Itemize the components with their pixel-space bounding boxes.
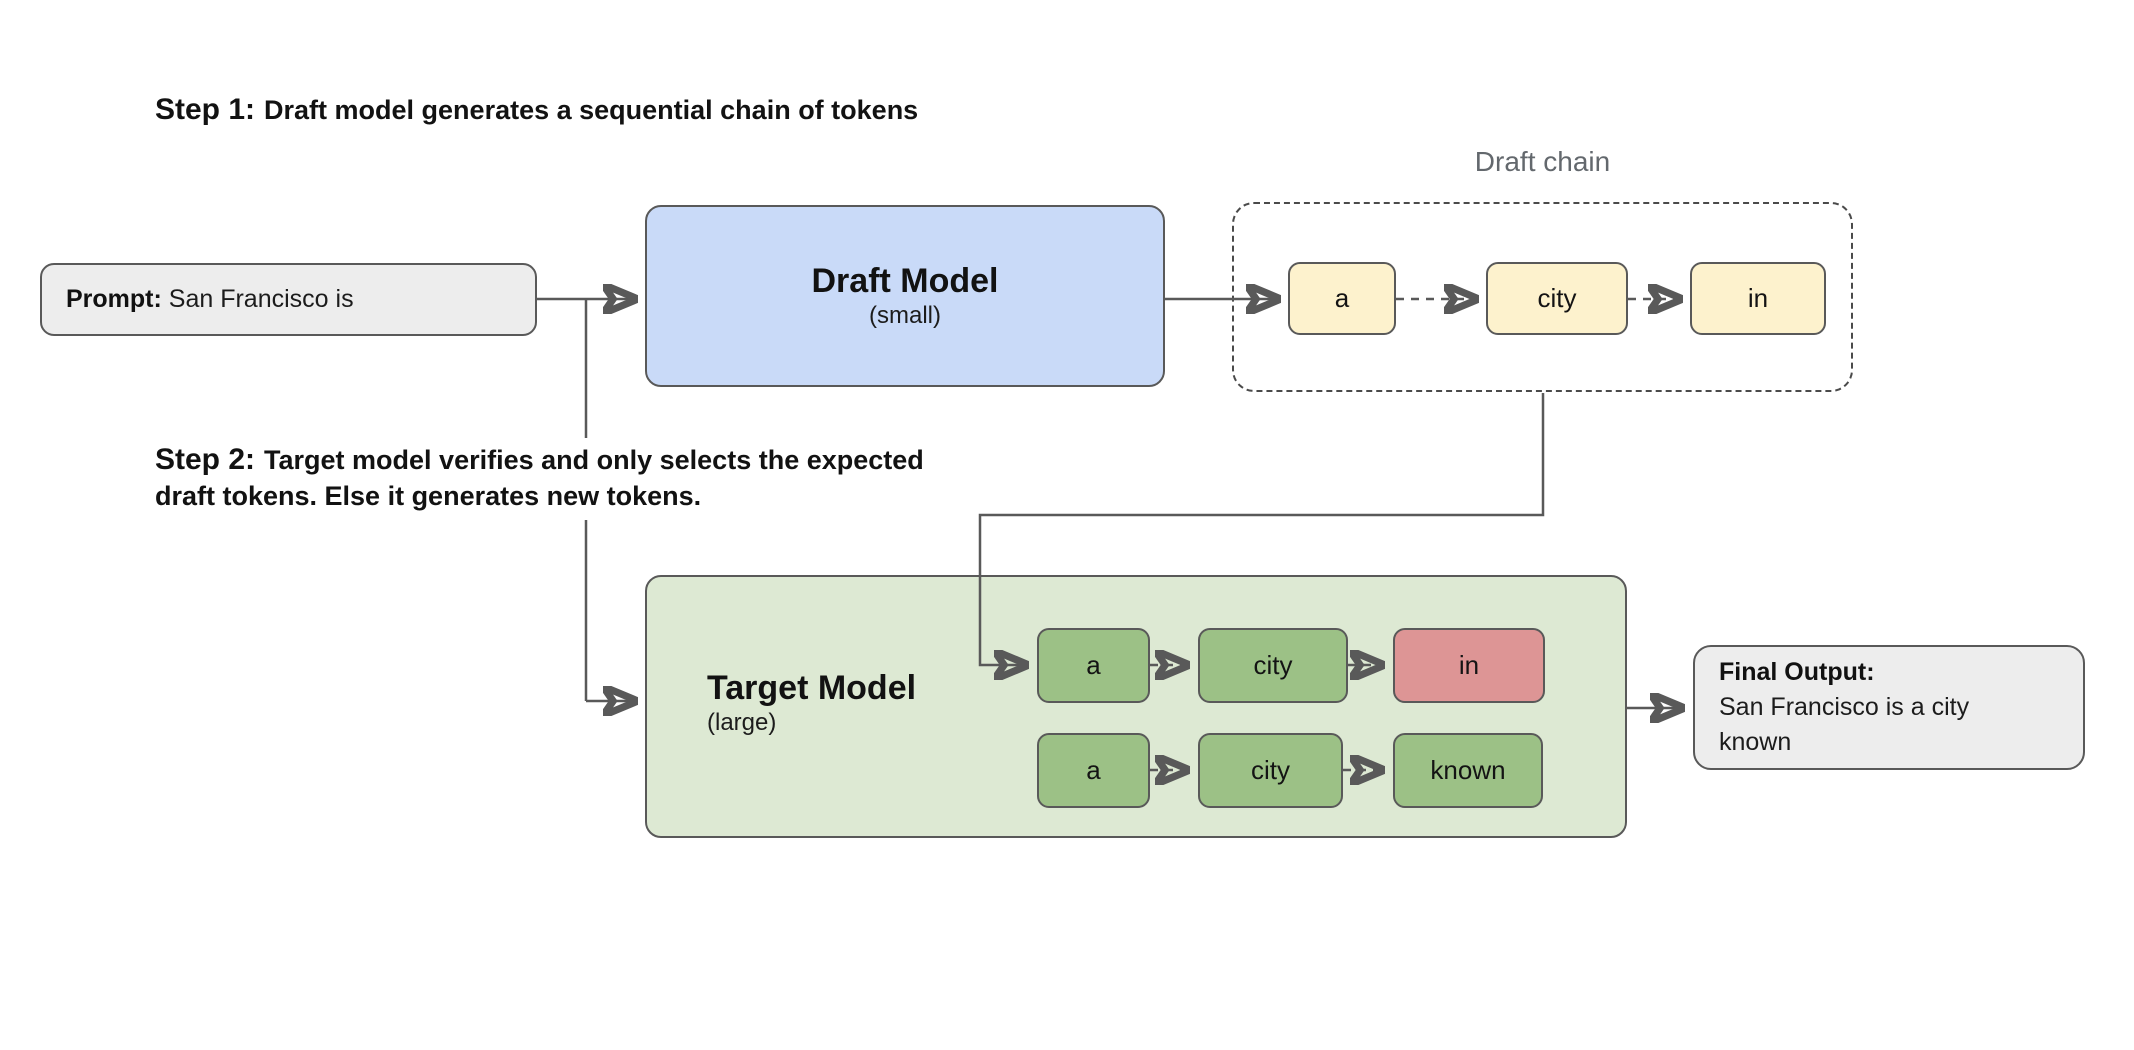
final-output-line1: San Francisco is a city <box>1719 693 1970 721</box>
draft-model-box: Draft Model (small) <box>645 205 1165 387</box>
step1-label: Step 1: <box>155 93 256 126</box>
final-output-line2: known <box>1719 728 1792 756</box>
draft-model-title: Draft Model <box>811 262 999 300</box>
final-output-label: Final Output: <box>1719 658 1875 686</box>
draft-model-subtitle: (small) <box>869 302 941 329</box>
chain-token-in: in <box>1690 262 1826 335</box>
prompt-label: Prompt: <box>66 285 162 313</box>
final-output-box: Final Output: San Francisco is a city kn… <box>1693 645 2085 770</box>
step2-line1: Step 2:Target model verifies and only se… <box>155 443 924 476</box>
target-row1-token-in: in <box>1393 628 1545 703</box>
step2-label: Step 2: <box>155 443 256 476</box>
prompt-box: Prompt: San Francisco is <box>40 263 537 336</box>
prompt-text: Prompt: San Francisco is <box>66 285 354 313</box>
draft-chain-container <box>1232 202 1853 392</box>
target-model-subtitle: (large) <box>707 709 777 736</box>
target-model-title: Target Model <box>707 669 917 707</box>
step2-heading: Step 2:Target model verifies and only se… <box>149 438 934 520</box>
draft-chain-label: Draft chain <box>1474 146 1611 177</box>
target-row2-token-known: known <box>1393 733 1543 808</box>
step2-line2: draft tokens. Else it generates new toke… <box>155 481 702 511</box>
step1-text: Draft model generates a sequential chain… <box>264 95 919 125</box>
target-row2-token-city: city <box>1198 733 1343 808</box>
target-model-labels: Target Model (large) <box>707 668 916 738</box>
target-row1-token-a: a <box>1037 628 1150 703</box>
step1-heading: Step 1: Draft model generates a sequentia… <box>155 92 918 128</box>
target-row1-token-city: city <box>1198 628 1348 703</box>
target-row2-token-a: a <box>1037 733 1150 808</box>
chain-token-a: a <box>1288 262 1396 335</box>
chain-token-city: city <box>1486 262 1628 335</box>
